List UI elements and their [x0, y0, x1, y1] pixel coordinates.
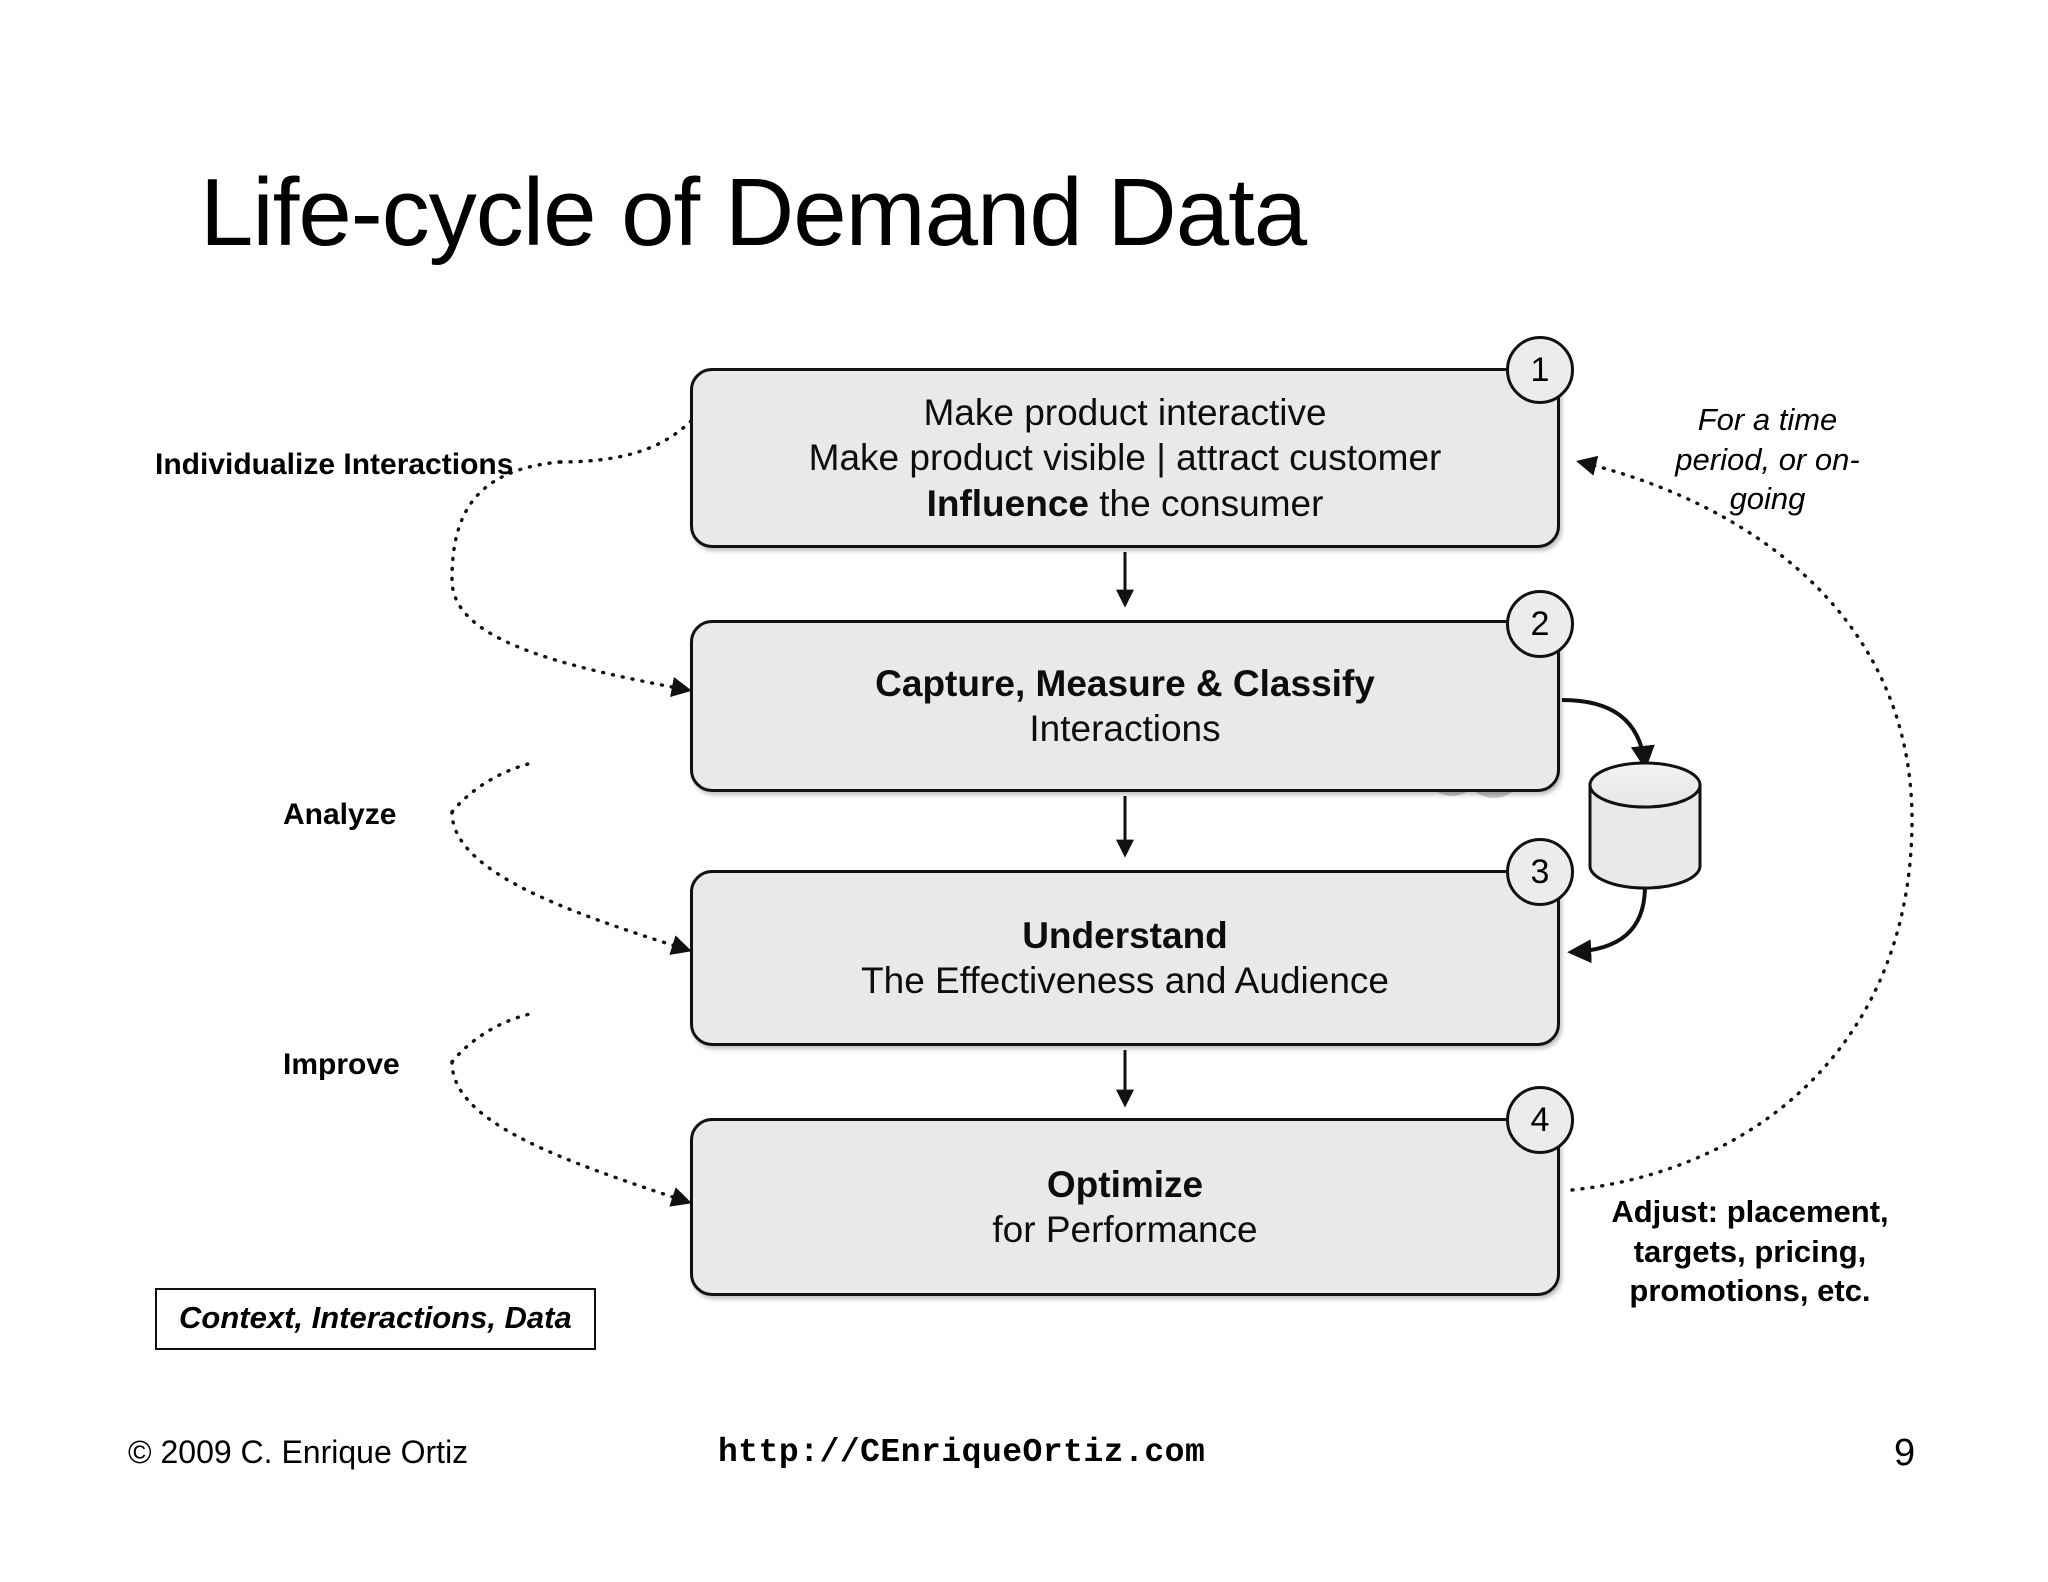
box-1-line-3: Influence the consumer	[927, 481, 1324, 526]
process-box-understand[interactable]: Understand The Effectiveness and Audienc…	[690, 870, 1560, 1046]
footer-copyright: © 2009 C. Enrique Ortiz	[128, 1434, 469, 1470]
context-interactions-data-box: Context, Interactions, Data	[155, 1288, 596, 1350]
label-individualize-interactions: Individualize Interactions	[155, 448, 514, 481]
box-1-line-3-rest: the consumer	[1088, 482, 1324, 524]
dotted-analyze-branch	[450, 810, 692, 955]
dotted-analyze-to-box3	[450, 760, 538, 814]
annotation-adjust: Adjust: placement, targets, pricing, pro…	[1611, 1194, 1889, 1309]
box-1-line-2: Make product visible | attract customer	[808, 437, 1442, 479]
arrow-box2-to-database	[1561, 698, 1655, 770]
process-box-capture-measure-classify[interactable]: Capture, Measure & Classify Interactions	[690, 620, 1560, 792]
arrow-database-to-box3	[1567, 885, 1647, 964]
box-3-line-1: Understand	[1022, 914, 1228, 956]
dotted-individualize-branch	[450, 460, 693, 698]
process-box-optimize[interactable]: Optimize for Performance	[690, 1118, 1560, 1296]
footer-url[interactable]: http://CEnriqueOrtiz.com	[718, 1434, 1206, 1471]
step-badge-2: 2	[1506, 590, 1574, 658]
box-2-line-1: Capture, Measure & Classify	[875, 662, 1375, 704]
box-4-line-1: Optimize	[1046, 1163, 1204, 1205]
step-badge-1: 1	[1506, 336, 1574, 404]
box-1-line-1: Make product interactive	[923, 392, 1327, 434]
step-badge-3: 3	[1506, 838, 1574, 906]
database-cylinder-icon	[1588, 761, 1702, 890]
label-analyze: Analyze	[283, 798, 397, 831]
dotted-improve-to-box4	[450, 1012, 532, 1064]
page-title: Life-cycle of Demand Data	[200, 159, 1307, 266]
page-number: 9	[1894, 1432, 1916, 1474]
dotted-individualize-to-box1	[558, 416, 696, 464]
label-improve: Improve	[283, 1048, 400, 1081]
process-box-make-product[interactable]: Make product interactive Make product vi…	[690, 368, 1560, 548]
box-4-line-2: for Performance	[992, 1209, 1258, 1250]
annotation-for-a-time-period: For a time period, or on-going	[1675, 402, 1860, 517]
dotted-improve-branch	[450, 1060, 692, 1207]
box-1-line-3-bold: Influence	[926, 482, 1089, 524]
step-badge-4: 4	[1506, 1086, 1574, 1154]
dotted-feedback-box4-to-box1	[1570, 455, 1914, 1192]
box-3-line-2: The Effectiveness and Audience	[861, 960, 1389, 1001]
box-2-line-2: Interactions	[1029, 708, 1221, 749]
